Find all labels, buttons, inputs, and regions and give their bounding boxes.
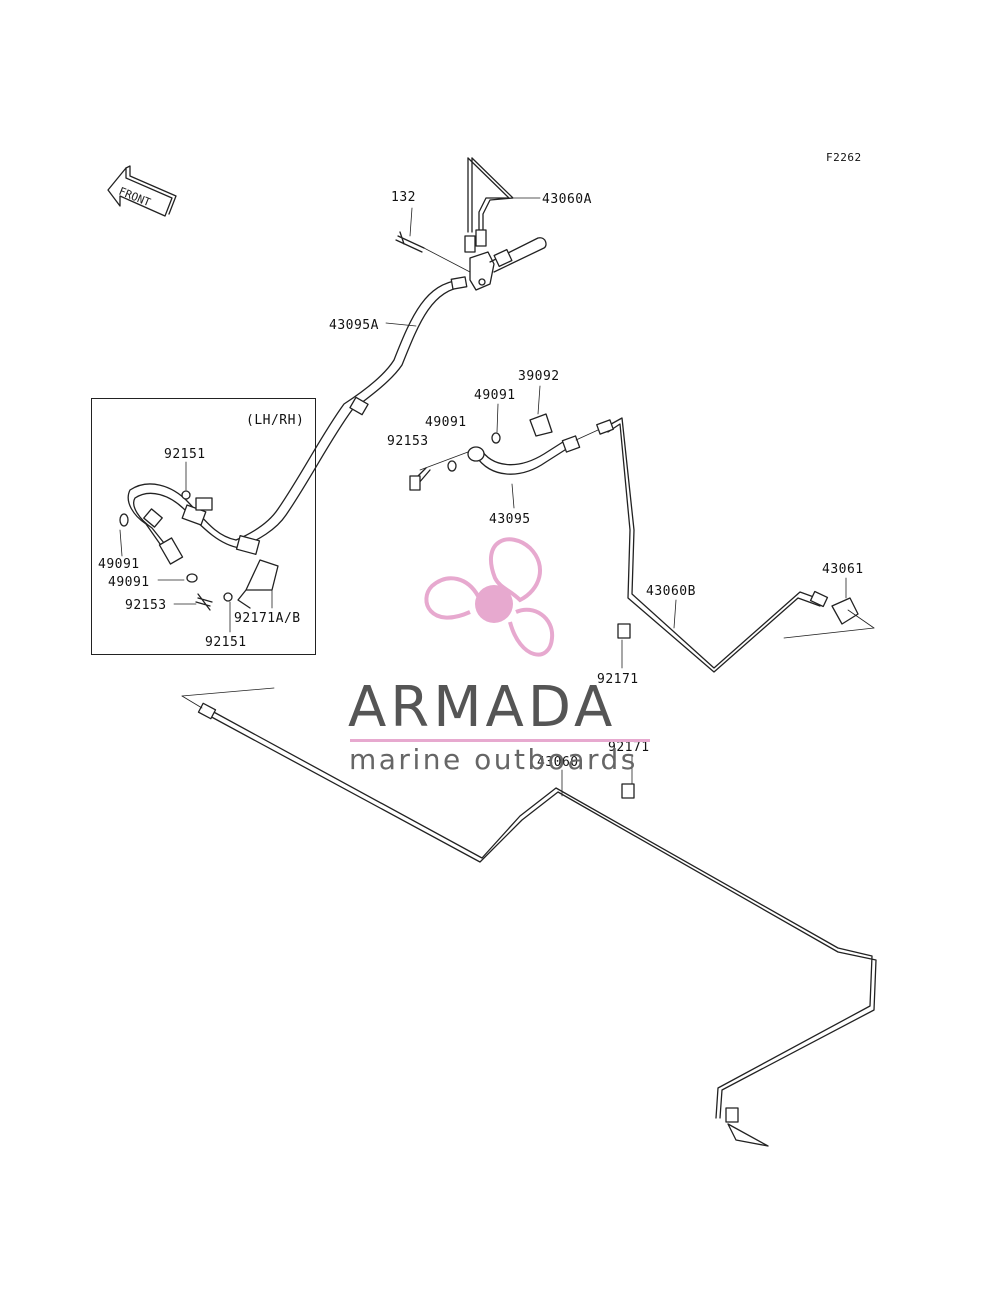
brake-hose-43095A	[239, 285, 467, 549]
brake-tube-43060	[205, 709, 877, 1119]
watermark-tagline: marine outboards	[349, 743, 638, 776]
part-label-92151-b[interactable]: 92151	[205, 635, 247, 650]
watermark-brand: ARMADA	[348, 675, 617, 740]
part-label-43060A[interactable]: 43060A	[542, 192, 592, 207]
watermark-divider	[350, 739, 650, 742]
connector-43061	[831, 597, 859, 625]
clip-92171-upper	[617, 623, 631, 639]
part-label-39092[interactable]: 39092	[518, 369, 560, 384]
brake-tube-43060B	[603, 417, 823, 673]
part-label-92171-b[interactable]: 92171	[608, 740, 650, 755]
junction-block	[469, 251, 495, 291]
diagram-code: F2262	[826, 151, 862, 164]
part-label-43060B[interactable]: 43060B	[646, 584, 696, 599]
clip-92171-lower	[621, 783, 635, 799]
clip-39092	[529, 413, 553, 437]
part-label-92171-a[interactable]: 92171	[597, 672, 639, 687]
part-label-43095[interactable]: 43095	[489, 512, 531, 527]
part-label-43060[interactable]: 43060	[537, 755, 579, 770]
part-label-49091-d[interactable]: 49091	[108, 575, 150, 590]
front-arrow-icon: FRONT	[107, 165, 177, 217]
part-label-92153-b[interactable]: 92153	[125, 598, 167, 613]
bolt-132	[395, 231, 425, 253]
part-label-43095A[interactable]: 43095A	[329, 318, 379, 333]
brake-tube-43060A	[467, 157, 514, 235]
part-label-132[interactable]: 132	[391, 190, 416, 205]
part-label-49091-a[interactable]: 49091	[474, 388, 516, 403]
brake-hose-43095	[475, 439, 569, 475]
part-label-92151-a[interactable]: 92151	[164, 447, 206, 462]
part-label-92171AB[interactable]: 92171A/B	[234, 611, 301, 626]
inset-hose	[133, 492, 241, 549]
inset-label: (LH/RH)	[246, 413, 305, 428]
propeller-logo-icon	[424, 537, 555, 657]
part-label-49091-c[interactable]: 49091	[98, 557, 140, 572]
part-label-49091-b[interactable]: 49091	[425, 415, 467, 430]
lh-rh-inset-frame	[91, 398, 316, 655]
part-label-43061[interactable]: 43061	[822, 562, 864, 577]
part-label-92153-a[interactable]: 92153	[387, 434, 429, 449]
bracket-92171AB	[237, 559, 279, 609]
